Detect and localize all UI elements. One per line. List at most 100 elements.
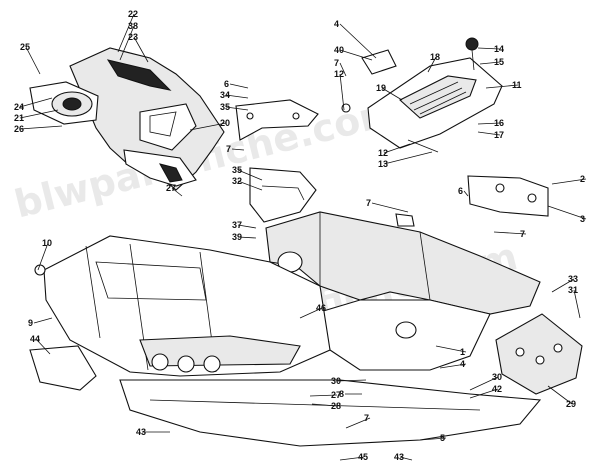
callout-43: 43 [136,427,146,437]
callout-2: 2 [580,174,585,184]
leader-line [19,97,53,108]
leader-line [299,307,323,319]
leader-line [477,131,501,136]
callout-30: 30 [492,372,502,382]
leader-line [19,109,59,119]
leader-line [309,394,338,397]
callout-10: 10 [42,238,52,248]
leader-line [419,437,447,441]
callout-29: 29 [566,399,576,409]
leader-line [339,73,345,111]
leader-line [336,379,367,382]
leader-line [225,106,249,111]
callout-12: 12 [334,69,344,79]
leader-line [311,403,338,407]
leader-line [237,224,257,229]
leader-line [463,190,469,197]
leader-line [573,289,581,319]
callout-27: 27 [166,183,176,193]
callout-43: 43 [394,452,404,462]
leader-line [33,317,53,324]
callout-40: 40 [334,45,344,55]
callout-27: 27 [331,390,341,400]
callout-15: 15 [494,57,504,67]
leader-line [469,388,499,399]
callout-26: 26 [14,124,24,134]
callout-35: 35 [232,165,242,175]
callout-30: 30 [331,376,341,386]
callout-12: 12 [378,148,388,158]
callout-28: 28 [331,401,341,411]
leader-line [435,345,467,353]
callout-7: 7 [364,413,369,423]
callout-20: 20 [220,118,230,128]
callout-18: 18 [430,52,440,62]
callout-9: 9 [28,318,33,328]
leader-line [229,83,249,89]
callout-4: 4 [334,19,339,29]
callout-7: 7 [520,229,525,239]
callout-32: 32 [232,176,242,186]
callout-1: 1 [460,347,465,357]
bracket-20 [235,99,319,141]
leader-line [551,178,587,185]
callout-17: 17 [494,130,504,140]
callout-42: 42 [492,384,502,394]
callout-37: 37 [232,220,242,230]
leader-line [237,236,257,239]
leader-line [171,187,183,197]
headlight-assembly [29,81,99,125]
leader-line [383,151,433,165]
callout-24: 24 [14,102,24,112]
leader-line [479,61,501,65]
leader-line [225,94,249,99]
callout-16: 16 [494,118,504,128]
leader-line [237,180,263,191]
callout-35: 35 [220,102,230,112]
main-frame-tunnel [265,211,541,371]
callout-13: 13 [378,159,388,169]
callout-6: 6 [458,186,463,196]
leader-line [345,417,371,429]
bracket-32 [249,167,317,223]
leader-line [485,84,519,89]
leader-line [399,456,413,461]
callout-8: 8 [339,389,344,399]
footrest-plate-assembly [341,37,503,153]
leader-line [35,338,51,355]
bracket-2 [467,175,549,217]
callout-46: 46 [316,303,326,313]
leader-line [189,122,227,131]
leader-line [25,46,41,75]
leader-line [19,125,63,130]
leader-line [371,202,409,213]
leader-line [133,36,149,63]
skid-plate-29 [495,313,583,395]
leader-line [339,62,347,77]
leader-line [237,169,263,181]
callout-31: 31 [568,285,578,295]
leader-line [493,231,527,235]
callout-5: 5 [440,433,445,443]
leader-line [339,23,377,59]
callout-labels: 2238232524212663435207273532373944071218… [14,9,587,462]
leader-line [231,148,245,151]
callout-34: 34 [220,90,230,100]
callout-25: 25 [20,42,30,52]
callout-21: 21 [14,113,24,123]
leader-line [381,87,403,101]
callout-14: 14 [494,44,504,54]
leader-line [117,13,135,53]
callout-39: 39 [232,232,242,242]
nose-hood-assembly [69,47,225,191]
leader-line [551,278,575,293]
leader-line [477,47,501,50]
leader-line [547,385,573,405]
callout-45: 45 [358,452,368,462]
callout-22: 22 [128,9,138,19]
callout-7: 7 [334,58,339,68]
callout-38: 38 [128,21,138,31]
leader-line [37,242,49,271]
leader-line [339,49,373,61]
